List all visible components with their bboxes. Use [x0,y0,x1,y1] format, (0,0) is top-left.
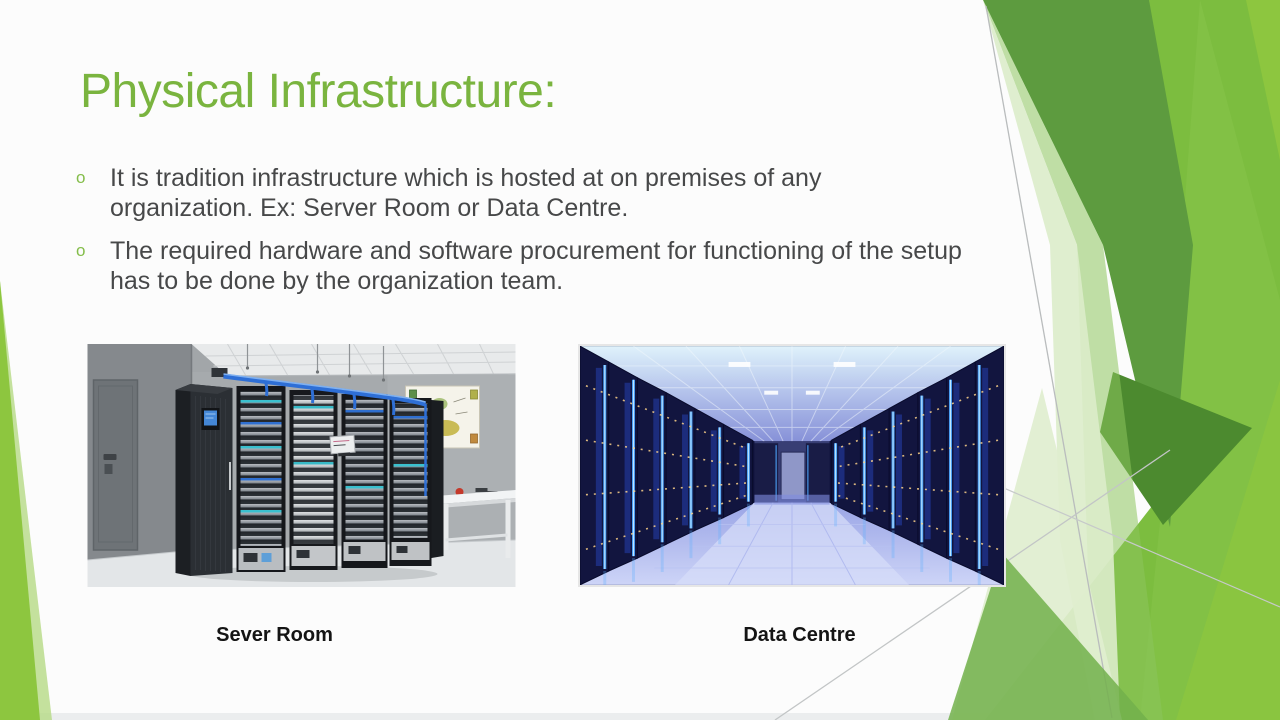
console-monitor [329,434,356,457]
door-handle [103,454,117,460]
bullet-item: o It is tradition infrastructure which i… [74,163,974,223]
floor-reflections [603,503,981,585]
bullet-marker-icon: o [76,168,86,187]
data-centre-image [578,344,1006,587]
rack-row-right [829,346,1004,585]
ceiling [580,346,1004,442]
bullet-text: The required hardware and software procu… [110,237,962,295]
corridor-end [754,441,830,503]
slide-title: Physical Infrastructure: [80,65,557,118]
cable-tray [211,368,427,496]
floor [580,494,1004,585]
work-table [435,488,516,558]
server-room-image [87,344,516,587]
server-racks [175,384,444,576]
bullet-list: o It is tradition infrastructure which i… [74,163,974,309]
end-door [780,451,806,501]
server-room-caption: Sever Room [216,624,333,646]
emergency-button [455,488,464,496]
ceiling [191,344,516,382]
bullet-marker-icon: o [76,241,86,260]
bullet-item: o The required hardware and software pro… [74,236,974,296]
bullet-text: It is tradition infrastructure which is … [110,164,822,222]
ceiling-rods [246,344,385,380]
door [92,379,139,551]
rack-row-left [580,346,755,585]
data-centre-caption: Data Centre [743,624,856,646]
